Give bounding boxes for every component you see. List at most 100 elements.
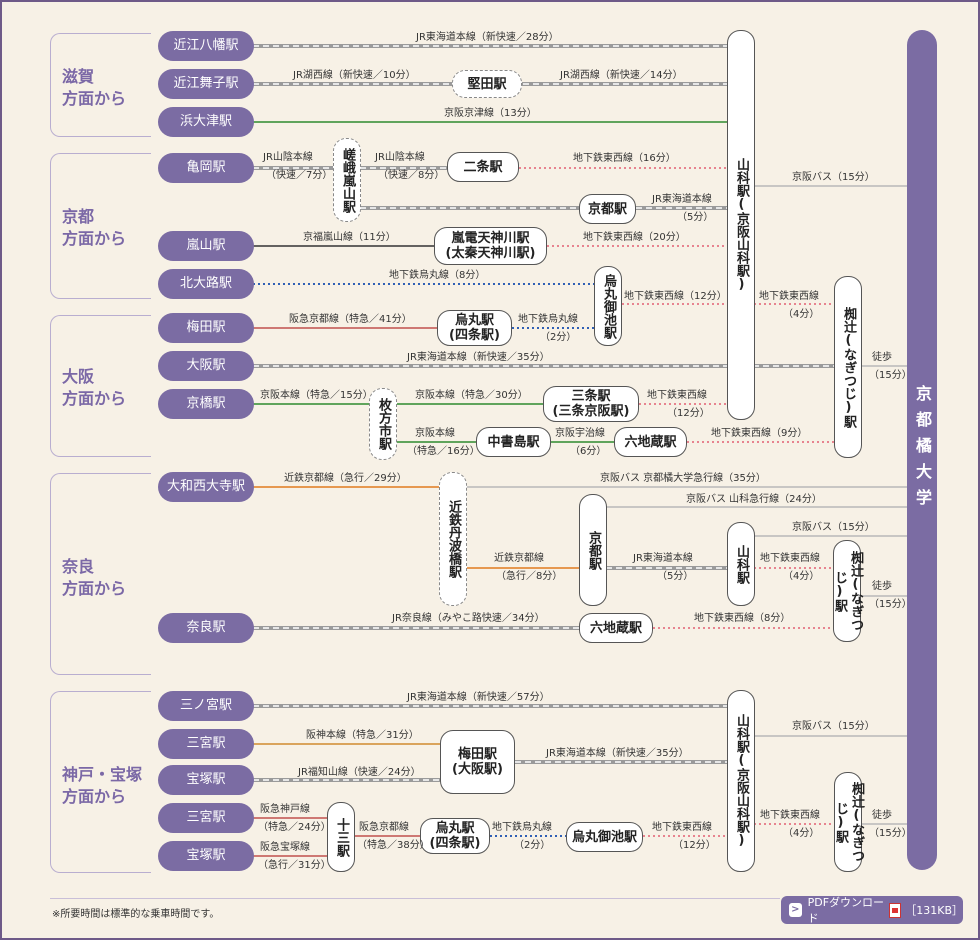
label-tozai-4-c: 地下鉄東西線 — [760, 810, 820, 821]
label-tozai-4-b: 地下鉄東西線 — [760, 553, 820, 564]
label-karasuma-2-b-time: （2分） — [514, 840, 551, 851]
origin-takarazuka-jr: 宝塚駅 — [158, 765, 254, 795]
label-hankyu-takarazuka: 阪急宝塚線 — [260, 842, 310, 853]
origin-kameoka: 亀岡駅 — [158, 153, 254, 183]
label-jr-tokaido-35: JR東海道本線（新快速／35分） — [407, 352, 550, 363]
origin-omihachiman: 近江八幡駅 — [158, 31, 254, 61]
label-jr-tokaido-28: JR東海道本線（新快速／28分） — [416, 32, 559, 43]
label-kintetsu-8-time: （急行／8分） — [496, 571, 563, 582]
label-walk-3: 徒歩 — [872, 810, 892, 821]
origin-takarazuka-hankyu: 宝塚駅 — [158, 841, 254, 871]
brace-nara — [50, 473, 151, 675]
label-keihan-main-30: 京阪本線（特急／30分） — [415, 390, 528, 401]
station-saga-arashiyama: 嵯峨嵐山駅 — [333, 138, 361, 222]
pdf-size: ［131KB］ — [905, 904, 963, 917]
label-walk-2: 徒歩 — [872, 581, 892, 592]
origin-sannomiya-jr: 三ノ宮駅 — [158, 691, 254, 721]
label-jr-tokaido-35-b: JR東海道本線（新快速／35分） — [546, 748, 689, 759]
label-keihan-bus-express: 京阪バス 京都橘大学急行線（35分） — [600, 473, 766, 484]
label-keihan-bus-2: 京阪バス（15分） — [792, 522, 875, 533]
region-osaka: 大阪 方面から — [62, 367, 127, 408]
label-jr-nara: JR奈良線（みやこ路快速／34分） — [392, 613, 545, 624]
arrow-right-icon: > — [789, 903, 802, 917]
brace-kyoto — [50, 153, 151, 299]
origin-omimaiko: 近江舞子駅 — [158, 69, 254, 99]
label-karasuma-2: 地下鉄烏丸線 — [518, 314, 578, 325]
label-keihan-bus-1: 京阪バス（15分） — [792, 172, 875, 183]
origin-sannomiya-hankyu: 三宮駅 — [158, 803, 254, 833]
label-tozai-8: 地下鉄東西線（8分） — [694, 613, 791, 624]
label-jr-kosei-10: JR湖西線（新快速／10分） — [293, 70, 416, 81]
label-tozai-12-b: 地下鉄東西線 — [652, 822, 712, 833]
label-hanshin: 阪神本線（特急／31分） — [306, 730, 419, 741]
pdf-file-icon — [889, 902, 902, 918]
station-nagitsuji-2: 椥辻(なぎつじ)駅 — [832, 540, 863, 642]
station-karasuma-shijo-2: 烏丸駅 (四条駅) — [420, 818, 490, 854]
station-juso: 十三駅 — [327, 802, 355, 872]
label-tozai-4-b-time: （4分） — [783, 571, 820, 582]
label-jr-tokaido-57: JR東海道本線（新快速／57分） — [407, 692, 550, 703]
station-yamashina-2: 山科駅 — [727, 522, 755, 606]
origin-sannomiya-hanshin: 三宮駅 — [158, 729, 254, 759]
label-jr-sanin-b: JR山陰本線 — [375, 152, 425, 163]
station-nagitsuji-1: 椥辻(なぎつじ)駅 — [834, 276, 862, 458]
label-keihan-main-b: 京阪本線 — [415, 428, 455, 439]
label-karasuma-2-b: 地下鉄烏丸線 — [492, 822, 552, 833]
pdf-download-button[interactable]: > PDFダウンロード ［131KB］ — [781, 896, 963, 925]
origin-kitaoji: 北大路駅 — [158, 269, 254, 299]
origin-yamato-saidaiji: 大和西大寺駅 — [158, 472, 254, 502]
origin-arashiyama: 嵐山駅 — [158, 231, 254, 261]
destination-tachibana-university: 京都橘大学 — [907, 30, 937, 870]
footnote: ※所要時間は標準的な乗車時間です。 — [52, 909, 220, 920]
label-walk-2-time: （15分） — [869, 599, 912, 610]
station-umeda-osaka: 梅田駅 (大阪駅) — [440, 730, 515, 794]
label-keihan-keishin: 京阪京津線（13分） — [444, 108, 537, 119]
station-katata: 堅田駅 — [452, 70, 522, 98]
label-keihan-bus-3: 京阪バス（15分） — [792, 721, 875, 732]
label-jr-sanin-a: JR山陰本線 — [263, 152, 313, 163]
brace-shiga — [50, 33, 151, 137]
label-tozai-4-c-time: （4分） — [783, 828, 820, 839]
label-jr-sanin-b-time: （快速／8分） — [378, 170, 445, 181]
station-yamashina-1: 山科駅(京阪山科駅) — [727, 30, 755, 420]
station-chushojima: 中書島駅 — [476, 427, 551, 457]
station-sanjo: 三条駅 (三条京阪駅) — [543, 386, 639, 422]
origin-umeda: 梅田駅 — [158, 313, 254, 343]
station-kyoto-2: 京都駅 — [579, 494, 607, 606]
label-jr-sanin-a-time: （快速／7分） — [266, 170, 333, 181]
origin-osaka: 大阪駅 — [158, 351, 254, 381]
region-kobe-takarazuka: 神戸・宝塚 方面から — [62, 765, 143, 806]
station-karasuma-oike-2: 烏丸御池駅 — [566, 822, 643, 852]
origin-nara: 奈良駅 — [158, 613, 254, 643]
station-nagitsuji-3: 椥辻(なぎつじ)駅 — [833, 772, 864, 872]
station-rokujizo-2: 六地蔵駅 — [579, 613, 653, 643]
pdf-download-label: PDFダウンロード — [807, 896, 885, 925]
label-tozai-4-time: （4分） — [783, 309, 820, 320]
label-karasuma-2-time: （2分） — [540, 332, 577, 343]
label-hankyu-kyoto-38-time: （特急／38分） — [357, 840, 430, 851]
label-tozai-16: 地下鉄東西線（16分） — [573, 153, 676, 164]
label-jr-tokaido-5: JR東海道本線 — [633, 553, 693, 564]
label-hankyu-kyoto-41: 阪急京都線（特急／41分） — [289, 314, 412, 325]
label-kintetsu-8: 近鉄京都線 — [494, 553, 544, 564]
label-tozai-12: 地下鉄東西線（12分） — [624, 291, 727, 302]
label-walk-1: 徒歩 — [872, 352, 892, 363]
station-rokujizo: 六地蔵駅 — [614, 427, 687, 457]
label-jr-fukuchiyama: JR福知山線（快速／24分） — [298, 767, 421, 778]
label-keihan-main-b-time: （特急／16分） — [407, 446, 480, 457]
label-tozai-sanjo: 地下鉄東西線 — [647, 390, 707, 401]
label-tozai-20: 地下鉄東西線（20分） — [583, 232, 686, 243]
station-kintetsu-tambabashi: 近鉄丹波橋駅 — [439, 472, 467, 606]
label-keihan-uji: 京阪宇治線 — [555, 428, 605, 439]
label-hankyu-takarazuka-time: （急行／31分） — [258, 860, 331, 871]
label-hankyu-kobe-time: （特急／24分） — [258, 822, 331, 833]
station-kyoto: 京都駅 — [579, 194, 636, 224]
label-keifuku: 京福嵐山線（11分） — [303, 232, 396, 243]
label-tozai-9: 地下鉄東西線（9分） — [711, 428, 808, 439]
label-walk-3-time: （15分） — [869, 828, 912, 839]
station-karasuma-oike: 烏丸御池駅 — [594, 266, 622, 346]
label-jr-tokaido-5-time: （5分） — [657, 571, 694, 582]
region-nara: 奈良 方面から — [62, 557, 127, 598]
brace-kobe — [50, 691, 151, 873]
label-hankyu-kyoto-38: 阪急京都線 — [359, 822, 409, 833]
